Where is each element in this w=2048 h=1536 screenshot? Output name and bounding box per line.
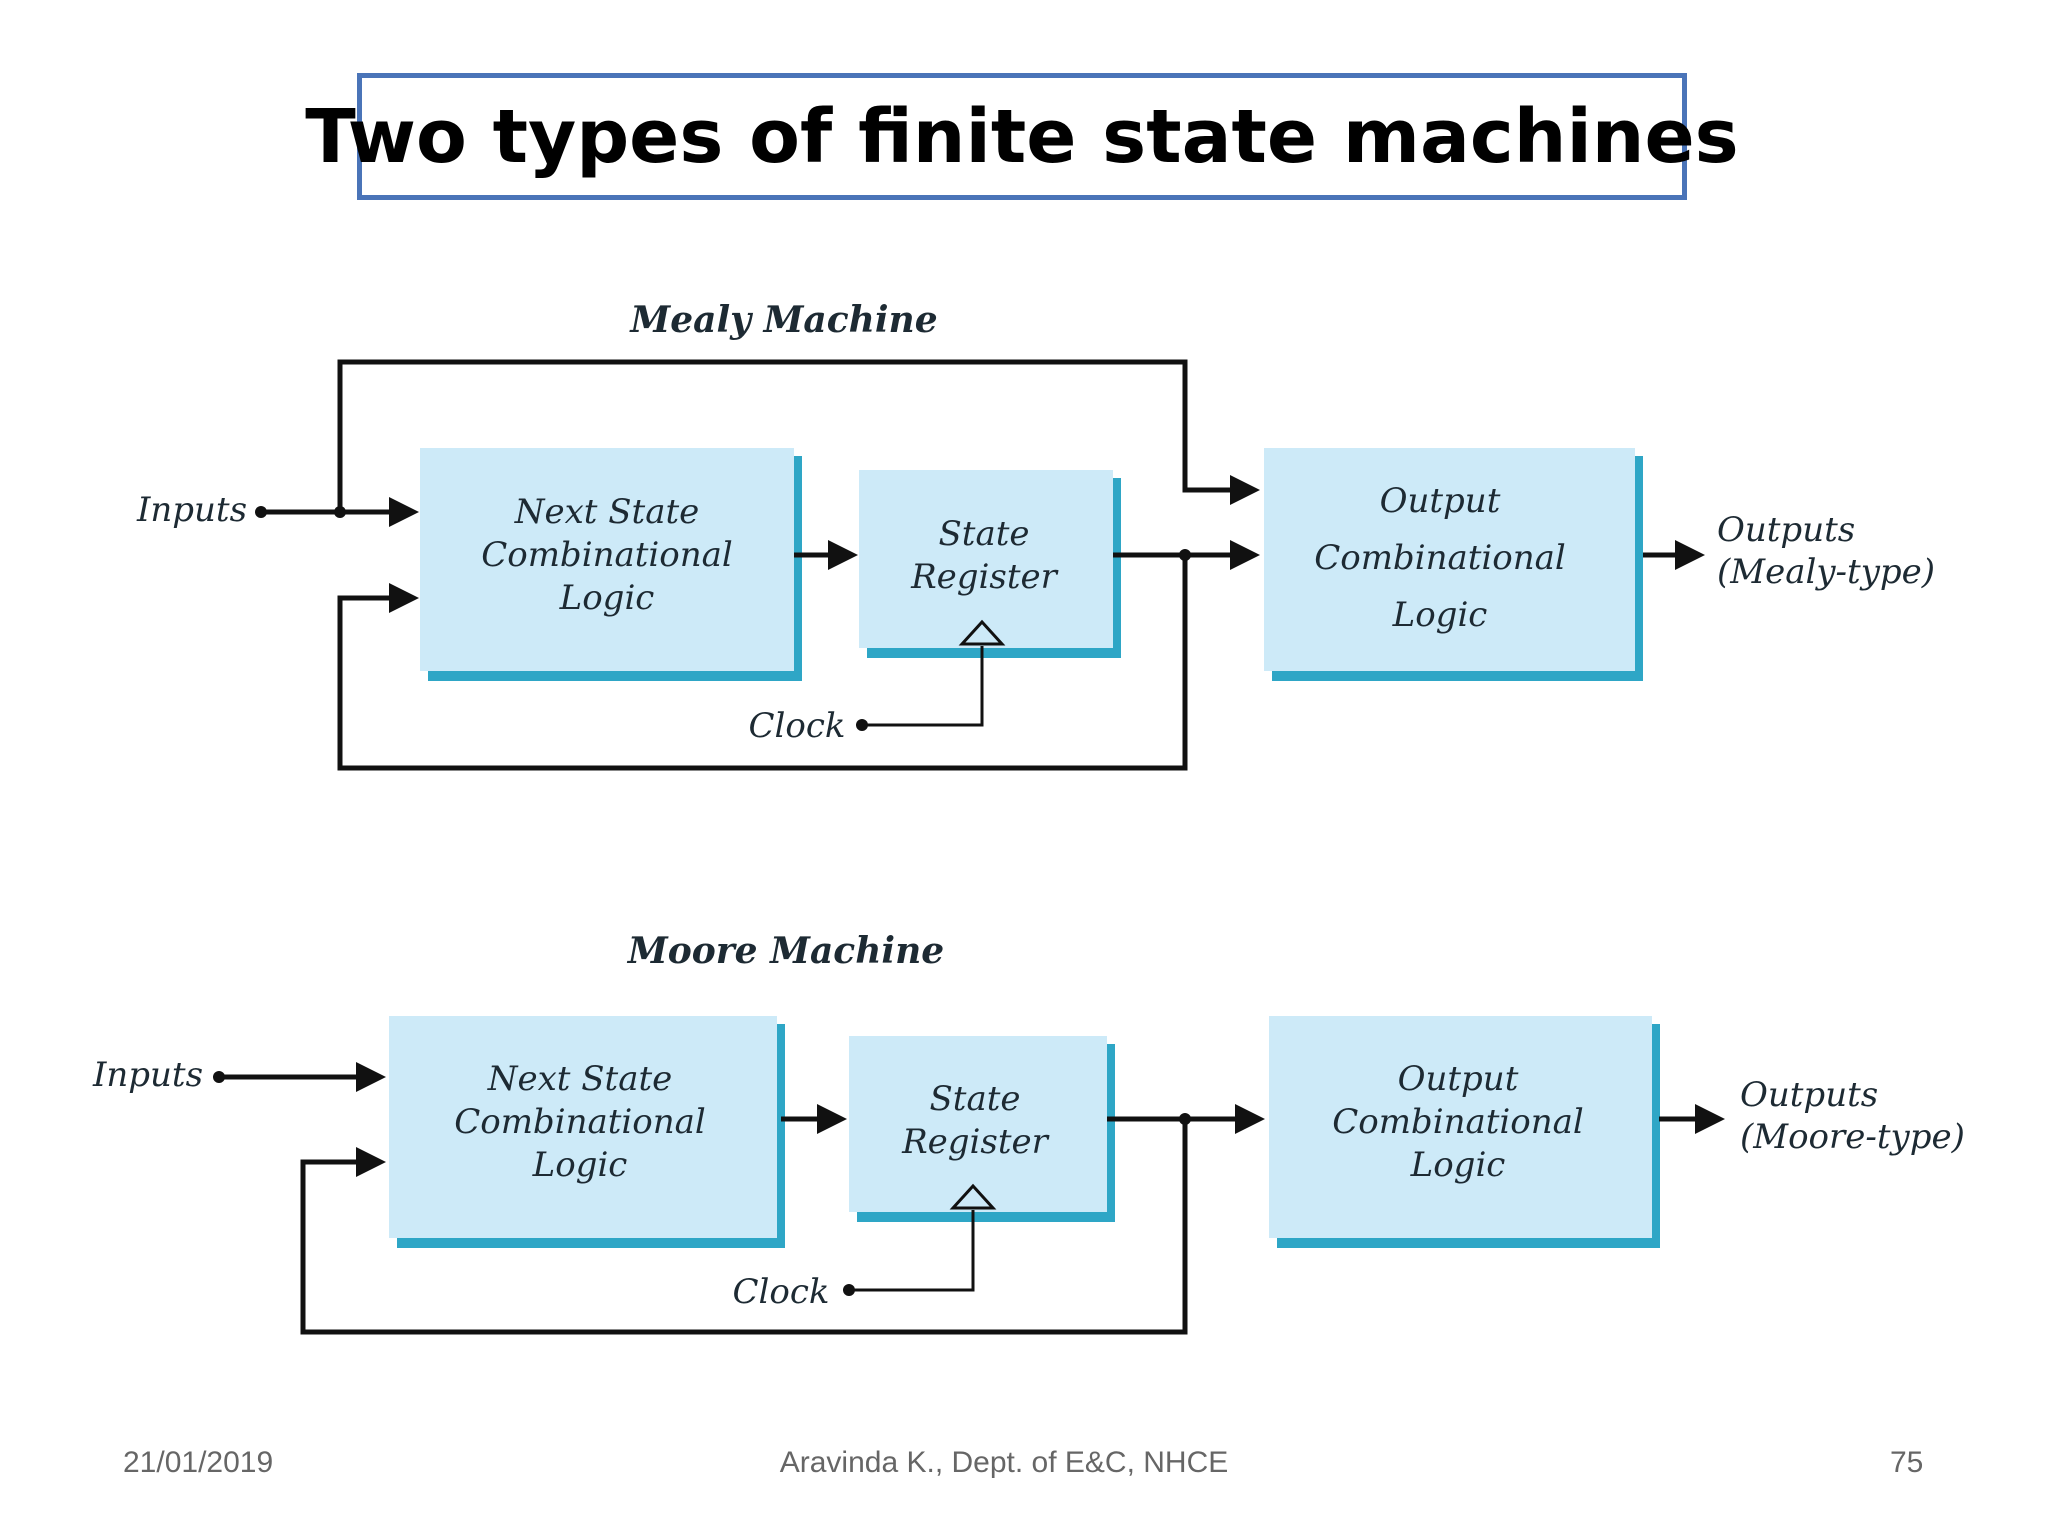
mealy-output-logic-box: Output Combinational Logic bbox=[1264, 448, 1643, 681]
footer-date: 21/01/2019 bbox=[123, 1446, 274, 1479]
mealy-wires bbox=[255, 359, 1705, 771]
moore-outputs-type: (Moore-type) bbox=[1740, 1117, 1965, 1157]
feedback-wire bbox=[300, 1119, 1188, 1335]
input-terminal-dot bbox=[255, 506, 267, 518]
slide-title-box: Two types of finite state machines bbox=[305, 73, 1739, 200]
label: Combinational bbox=[454, 1102, 706, 1142]
moore-clock-label: Clock bbox=[732, 1272, 829, 1312]
label: Output bbox=[1380, 481, 1501, 521]
label: Logic bbox=[532, 1145, 628, 1185]
mealy-state-register-box: State Register bbox=[859, 470, 1121, 658]
label: State bbox=[938, 514, 1029, 554]
label: Register bbox=[910, 557, 1059, 597]
moore-state-register-box: State Register bbox=[849, 1036, 1115, 1222]
mealy-inputs-label: Inputs bbox=[136, 490, 247, 530]
label: Register bbox=[901, 1122, 1050, 1162]
label: Combinational bbox=[1314, 538, 1566, 578]
moore-heading: Moore Machine bbox=[626, 930, 944, 972]
feedback-wire bbox=[337, 555, 1188, 771]
slide-title: Two types of finite state machines bbox=[305, 93, 1739, 180]
mealy-outputs-label: Outputs bbox=[1717, 510, 1855, 550]
clock-wire bbox=[862, 646, 984, 727]
label: Next State bbox=[514, 492, 700, 532]
input-terminal-dot bbox=[213, 1071, 225, 1083]
input-to-output-wire bbox=[337, 359, 1260, 512]
moore-outputs-label: Outputs bbox=[1740, 1075, 1878, 1115]
moore-wires bbox=[213, 1062, 1725, 1335]
clock-terminal-dot bbox=[856, 719, 868, 731]
clock-terminal-dot bbox=[843, 1284, 855, 1296]
moore-next-state-box: Next State Combinational Logic bbox=[389, 1016, 785, 1248]
label: Combinational bbox=[1332, 1102, 1584, 1142]
label: Output bbox=[1398, 1059, 1519, 1099]
label: Logic bbox=[1410, 1145, 1506, 1185]
moore-output-logic-box: Output Combinational Logic bbox=[1269, 1016, 1660, 1248]
label: State bbox=[929, 1079, 1020, 1119]
moore-machine: Moore Machine Next State Combinational L… bbox=[92, 930, 1965, 1335]
clock-triangle-icon bbox=[958, 619, 1006, 646]
mealy-clock-label: Clock bbox=[748, 706, 845, 746]
mealy-heading: Mealy Machine bbox=[628, 299, 937, 341]
clock-triangle-icon bbox=[949, 1183, 997, 1210]
label: Logic bbox=[559, 578, 655, 618]
label: Next State bbox=[487, 1059, 673, 1099]
label: Logic bbox=[1392, 595, 1488, 635]
label: Combinational bbox=[481, 535, 733, 575]
page-number: 75 bbox=[1890, 1446, 1924, 1479]
clock-wire bbox=[849, 1210, 975, 1292]
footer-author: Aravinda K., Dept. of E&C, NHCE bbox=[779, 1446, 1229, 1479]
mealy-machine: Mealy Machine Next State Combinational L… bbox=[136, 299, 1935, 771]
mealy-outputs-type: (Mealy-type) bbox=[1717, 552, 1935, 592]
mealy-next-state-box: Next State Combinational Logic bbox=[420, 448, 802, 681]
moore-inputs-label: Inputs bbox=[92, 1055, 203, 1095]
